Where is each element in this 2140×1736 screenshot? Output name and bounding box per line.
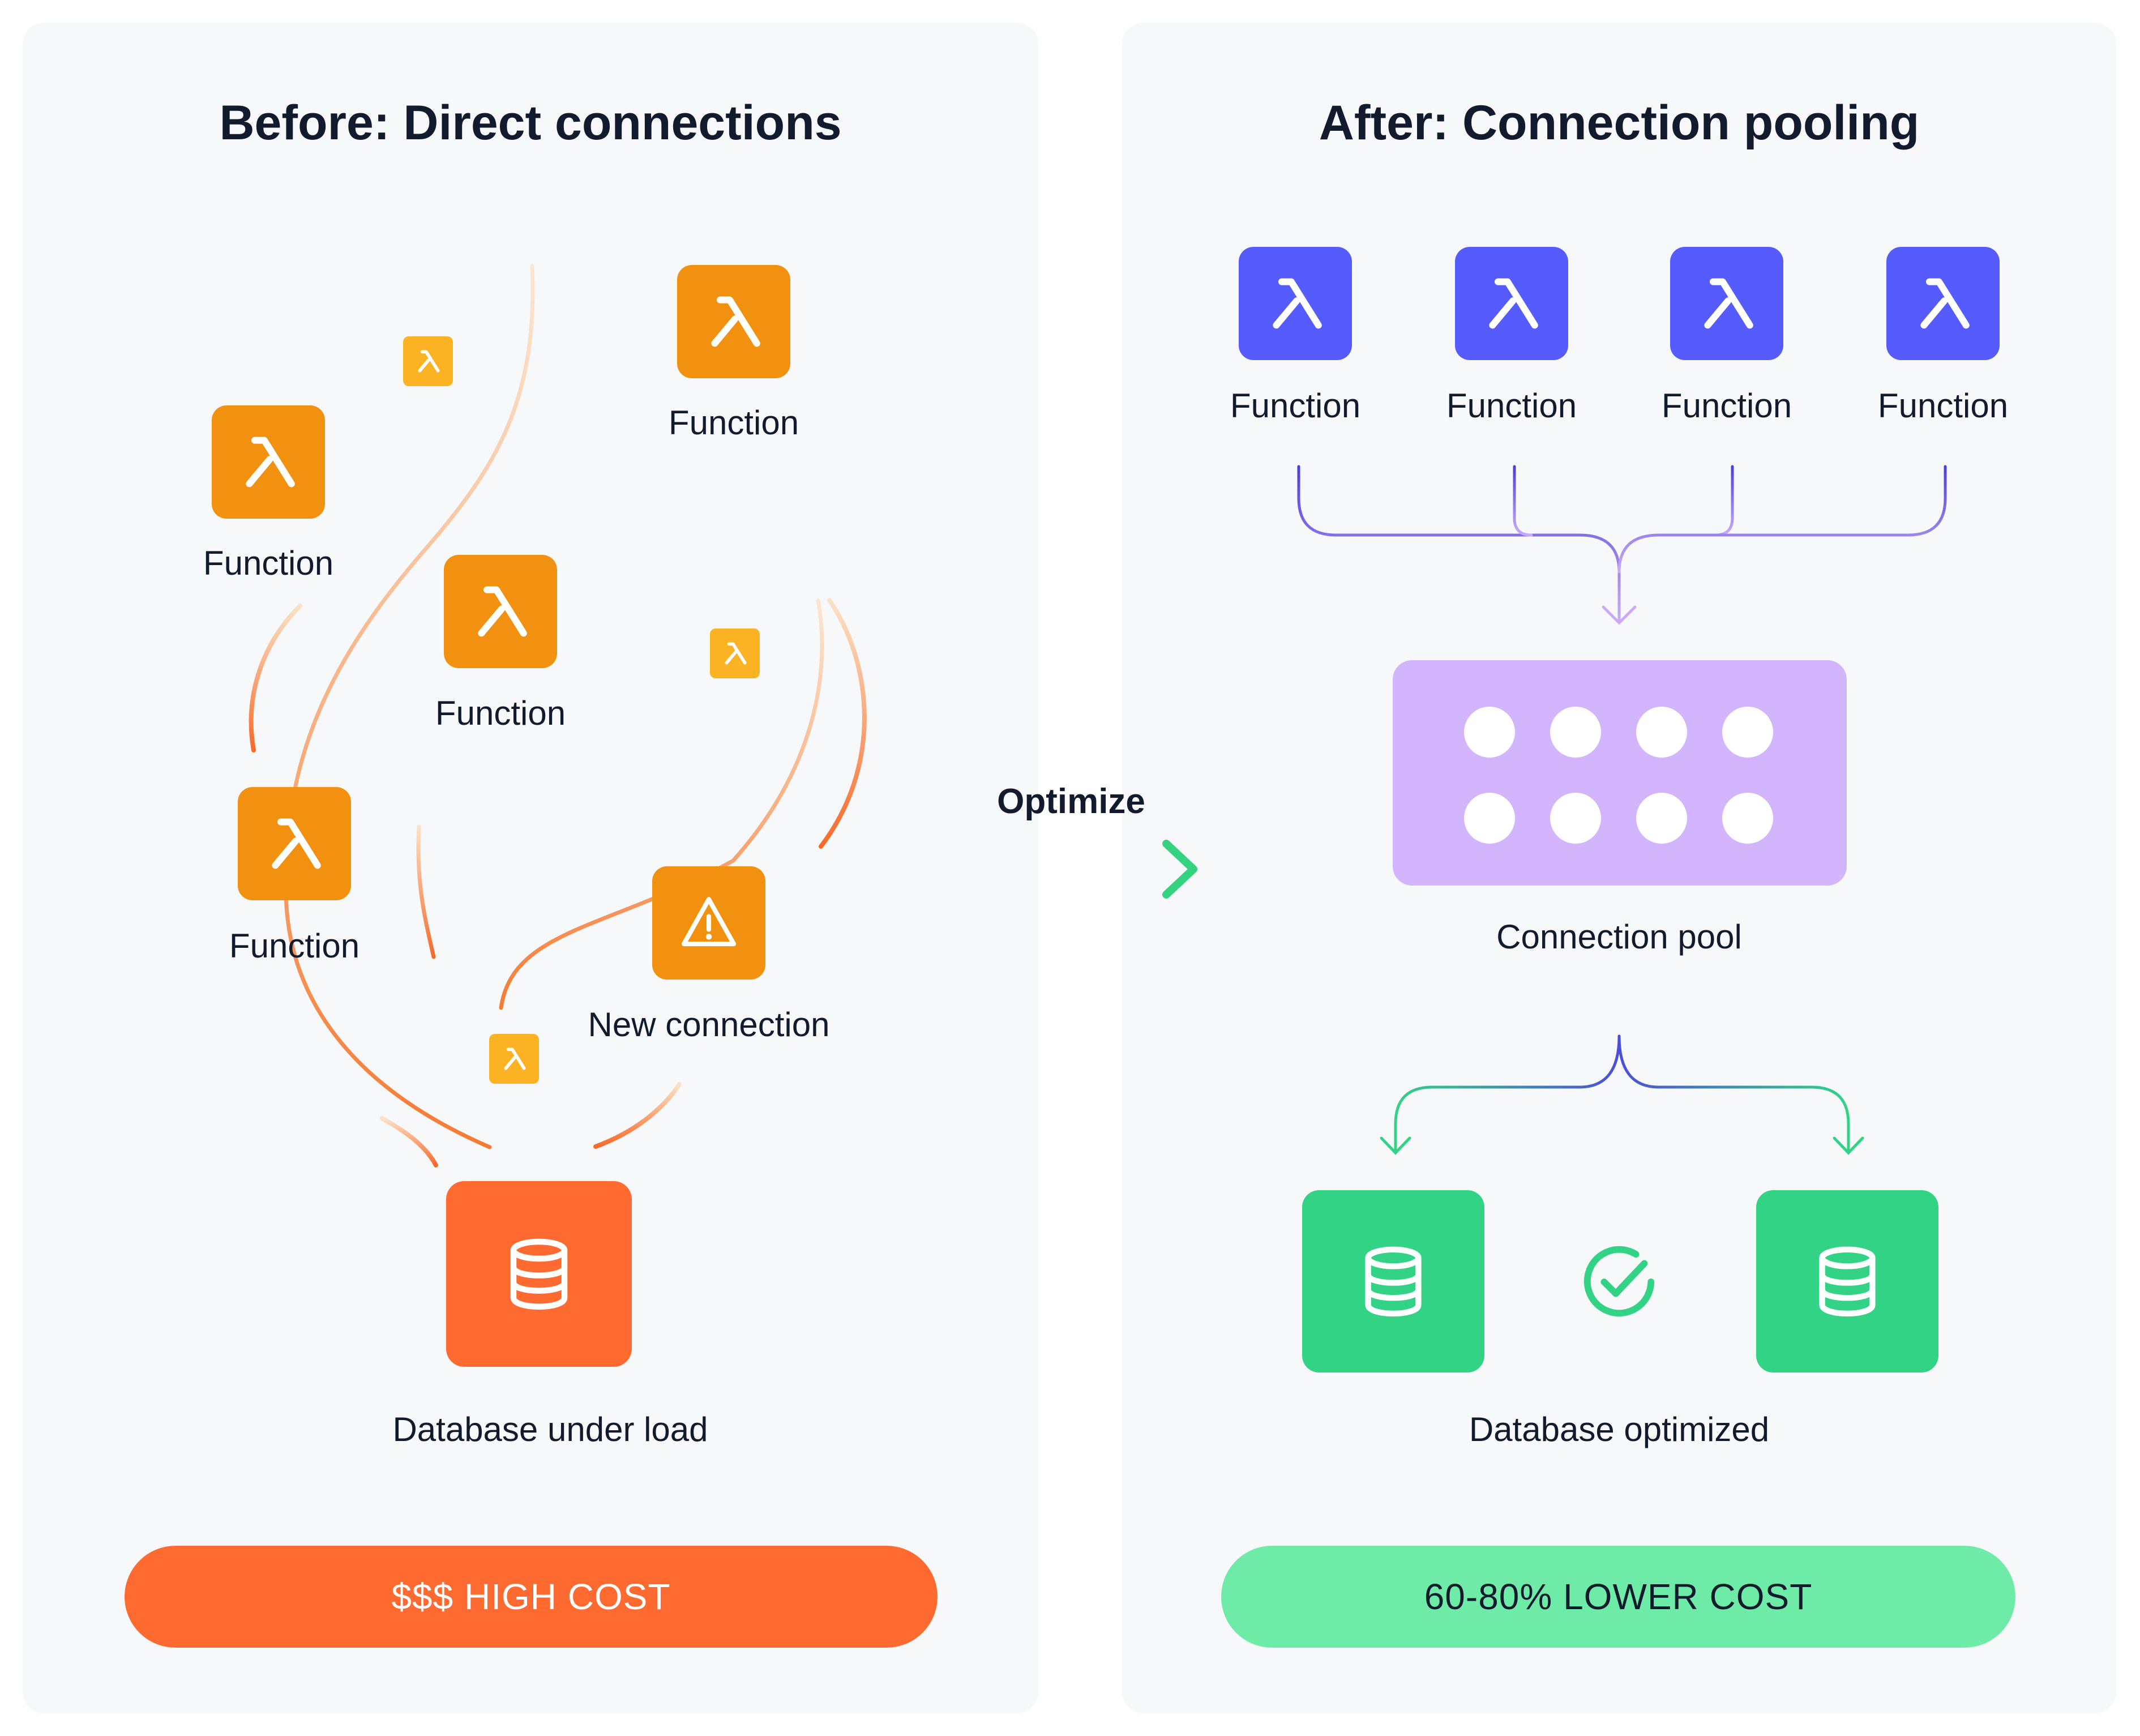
connection-curve (819, 598, 867, 849)
connection-curve (249, 604, 302, 752)
function-label: Function (229, 927, 360, 965)
function-label: Function (668, 404, 799, 442)
lambda-icon (246, 437, 295, 488)
small-lambda-tile (403, 336, 453, 386)
lambda-icon (504, 1047, 526, 1070)
connection-pool-box (1393, 660, 1847, 886)
function-lambda-tile (1239, 247, 1352, 360)
function-lambda-tile (238, 787, 351, 900)
database-optimized-tile (1756, 1190, 1938, 1372)
lambda-icon (478, 586, 527, 637)
database-icon (1365, 1246, 1422, 1317)
before-title: Before: Direct connections (219, 96, 842, 150)
function-lambda-tile (1886, 247, 2000, 360)
database-icon (1819, 1246, 1876, 1317)
database-optimized-tile (1302, 1190, 1484, 1372)
connection-pool-label: Connection pool (1496, 918, 1742, 956)
pool-connection-dot (1636, 707, 1687, 758)
small-lambda-tile (710, 628, 760, 678)
lambda-icon (1489, 278, 1538, 329)
function-lambda-tile (677, 265, 790, 378)
high-cost-badge: $$$ HIGH COST (125, 1546, 938, 1648)
check-circle-icon (1583, 1246, 1655, 1317)
function-lambda-tile (212, 405, 325, 519)
database-under-load-tile (446, 1181, 632, 1367)
function-label: Function (1877, 387, 2009, 425)
before-panel (23, 23, 1038, 1713)
merge-connectors (1297, 465, 1947, 625)
lower-cost-badge: 60-80% LOWER COST (1221, 1546, 2015, 1648)
database-icon (510, 1238, 568, 1310)
warning-icon (681, 897, 737, 947)
lambda-icon (418, 350, 440, 373)
lambda-icon (1920, 278, 1970, 329)
function-label: Function (435, 694, 566, 732)
function-label: Function (203, 544, 334, 582)
function-lambda-tile (444, 555, 557, 668)
connection-curve (416, 824, 436, 959)
connection-curve (380, 1116, 438, 1168)
lambda-icon (1273, 278, 1322, 329)
function-lambda-tile (1670, 247, 1783, 360)
connection-curve (593, 1082, 682, 1149)
optimize-arrow-icon (963, 840, 1197, 899)
connection-curve (284, 264, 535, 1149)
new-connection-label: New connection (588, 1006, 830, 1044)
pool-connection-dot (1722, 707, 1773, 758)
lambda-icon (711, 296, 760, 347)
after-title: After: Connection pooling (1319, 96, 1920, 150)
optimize-label: Optimize (997, 782, 1145, 821)
function-label: Function (1661, 387, 1792, 425)
pool-connection-dot (1636, 793, 1687, 844)
new-connection-tile (652, 866, 765, 980)
pool-connection-dot (1722, 793, 1773, 844)
database-optimized-label: Database optimized (1469, 1410, 1770, 1448)
pool-connection-dot (1550, 793, 1601, 844)
function-lambda-tile (1455, 247, 1568, 360)
pool-connection-dot (1464, 793, 1515, 844)
pool-connection-dot (1550, 707, 1601, 758)
connection-curve (499, 598, 824, 1010)
function-label: Function (1230, 387, 1361, 425)
chaotic-connections (249, 264, 867, 1168)
lambda-icon (725, 642, 747, 665)
database-under-load-label: Database under load (392, 1410, 708, 1448)
lambda-icon (1704, 278, 1753, 329)
function-label: Function (1446, 387, 1577, 425)
pool-connection-dot (1464, 707, 1515, 758)
split-connectors (1380, 998, 1864, 1215)
small-lambda-tile (489, 1034, 539, 1084)
lambda-icon (272, 818, 321, 869)
